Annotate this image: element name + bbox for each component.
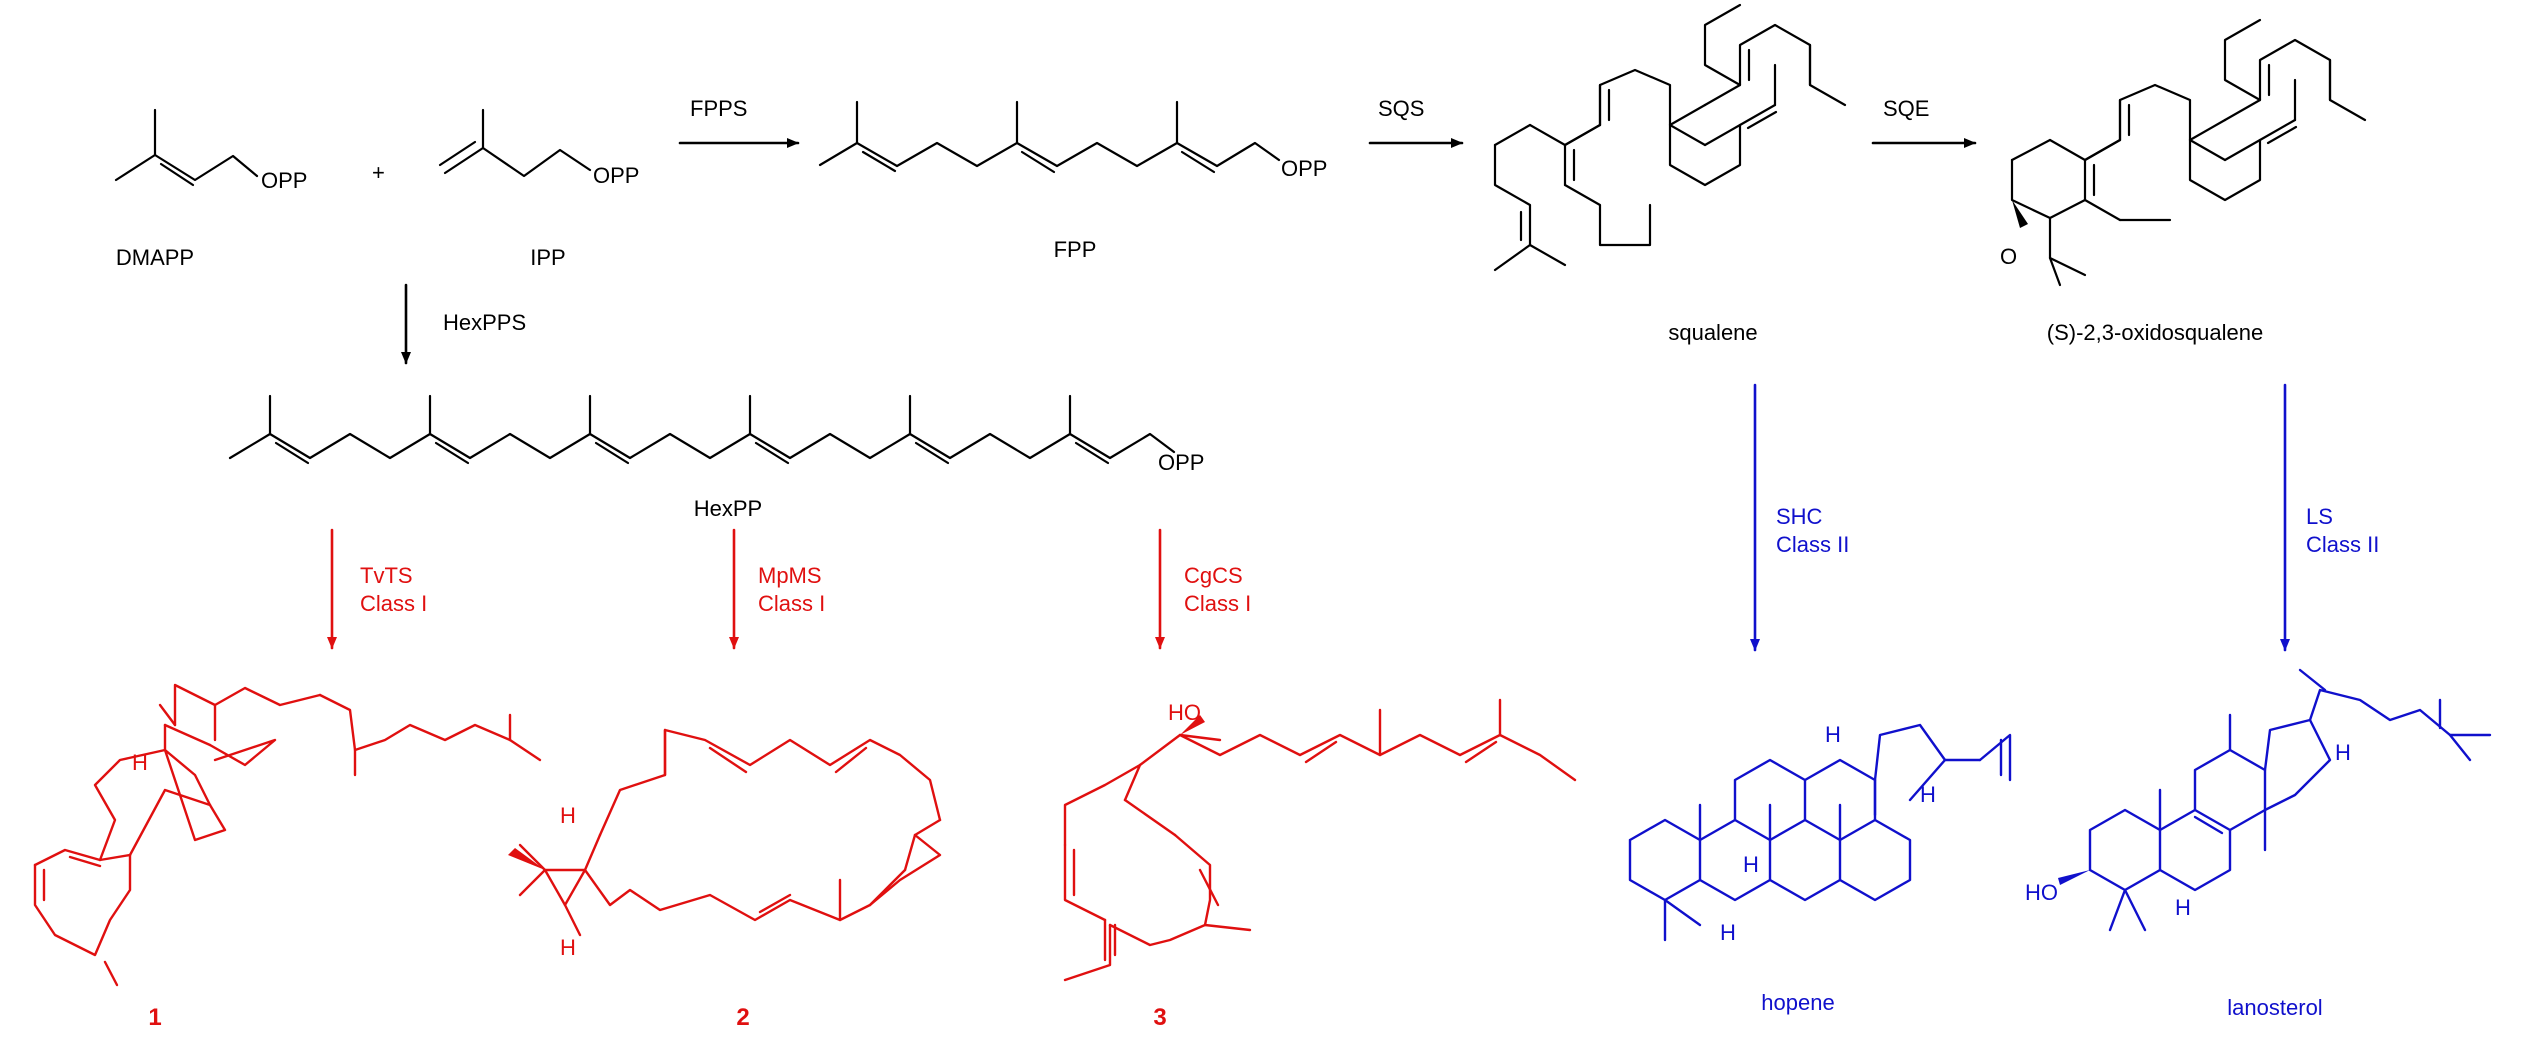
hopene-h-1: H (1825, 722, 1841, 747)
lanosterol-oh: HO (2025, 880, 2058, 905)
label-product-2: 2 (736, 1004, 749, 1031)
product-2-wedge (508, 848, 545, 870)
label-product-1: 1 (148, 1004, 161, 1031)
lanosterol-h-1: H (2335, 740, 2351, 765)
dmapp-opp: OPP (261, 168, 307, 193)
hopene-h-3: H (1720, 920, 1736, 945)
product-2-h-top: H (560, 803, 576, 828)
enzyme-cgcs-name: CgCS (1184, 563, 1243, 588)
enzyme-tvts-class: Class I (360, 591, 427, 616)
enzyme-hexpps: HexPPS (443, 310, 526, 335)
enzyme-shc-name: SHC (1776, 504, 1823, 529)
enzyme-sqe: SQE (1883, 96, 1929, 121)
enzyme-ls-name: LS (2306, 504, 2333, 529)
label-squalene: squalene (1668, 320, 1757, 345)
molecule-dmapp: OPP (114, 108, 307, 193)
molecule-product-2 (518, 728, 942, 937)
enzyme-ls-class: Class II (2306, 532, 2379, 557)
label-hopene: hopene (1761, 990, 1834, 1015)
enzyme-mpms-name: MpMS (758, 563, 822, 588)
reaction-arrows (327, 138, 2290, 652)
enzyme-cgcs-class: Class I (1184, 591, 1251, 616)
molecule-ipp: OPP (438, 108, 639, 188)
molecule-fpp: OPP (818, 100, 1327, 181)
product-3-oh: HO (1168, 700, 1201, 725)
enzyme-shc-class: Class II (1776, 532, 1849, 557)
ipp-opp: OPP (593, 163, 639, 188)
lanosterol-h-2: H (2175, 895, 2191, 920)
enzyme-labels: FPPS SQS SQE HexPPS TvTS Class I MpMS Cl… (360, 96, 2379, 616)
enzyme-fpps: FPPS (690, 96, 747, 121)
oxidosqualene-wedge (2012, 200, 2028, 228)
label-product-3: 3 (1153, 1004, 1166, 1031)
molecule-product-3 (1063, 698, 1577, 982)
label-hexpp: HexPP (694, 496, 762, 521)
lanosterol-wedge (2058, 870, 2090, 885)
product-3-wedge (1180, 715, 1205, 735)
hopene-h-2: H (1743, 852, 1759, 877)
molecule-lanosterol (2088, 668, 2492, 932)
label-dmapp: DMAPP (116, 245, 194, 270)
molecule-product-1 (33, 683, 542, 987)
label-oxidosqualene: (S)-2,3-oxidosqualene (2047, 320, 2263, 345)
enzyme-tvts-name: TvTS (360, 563, 413, 588)
hexpp-opp: OPP (1158, 450, 1204, 475)
plus-sign: + (372, 160, 385, 185)
product-2-h-bottom: H (560, 935, 576, 960)
fpp-opp: OPP (1281, 156, 1327, 181)
enzyme-mpms-class: Class I (758, 591, 825, 616)
molecule-oxidosqualene: O (2000, 18, 2367, 287)
molecule-hexpp: OPP (228, 394, 1204, 475)
oxidosqualene-oxygen: O (2000, 244, 2017, 269)
molecule-hopene (1628, 723, 2012, 942)
label-lanosterol: lanosterol (2227, 995, 2322, 1020)
product-1-h: H (132, 750, 148, 775)
molecule-squalene (1493, 3, 1847, 272)
enzyme-sqs: SQS (1378, 96, 1424, 121)
label-ipp: IPP (530, 245, 565, 270)
hopene-h-4: H (1920, 782, 1936, 807)
label-fpp: FPP (1054, 237, 1097, 262)
